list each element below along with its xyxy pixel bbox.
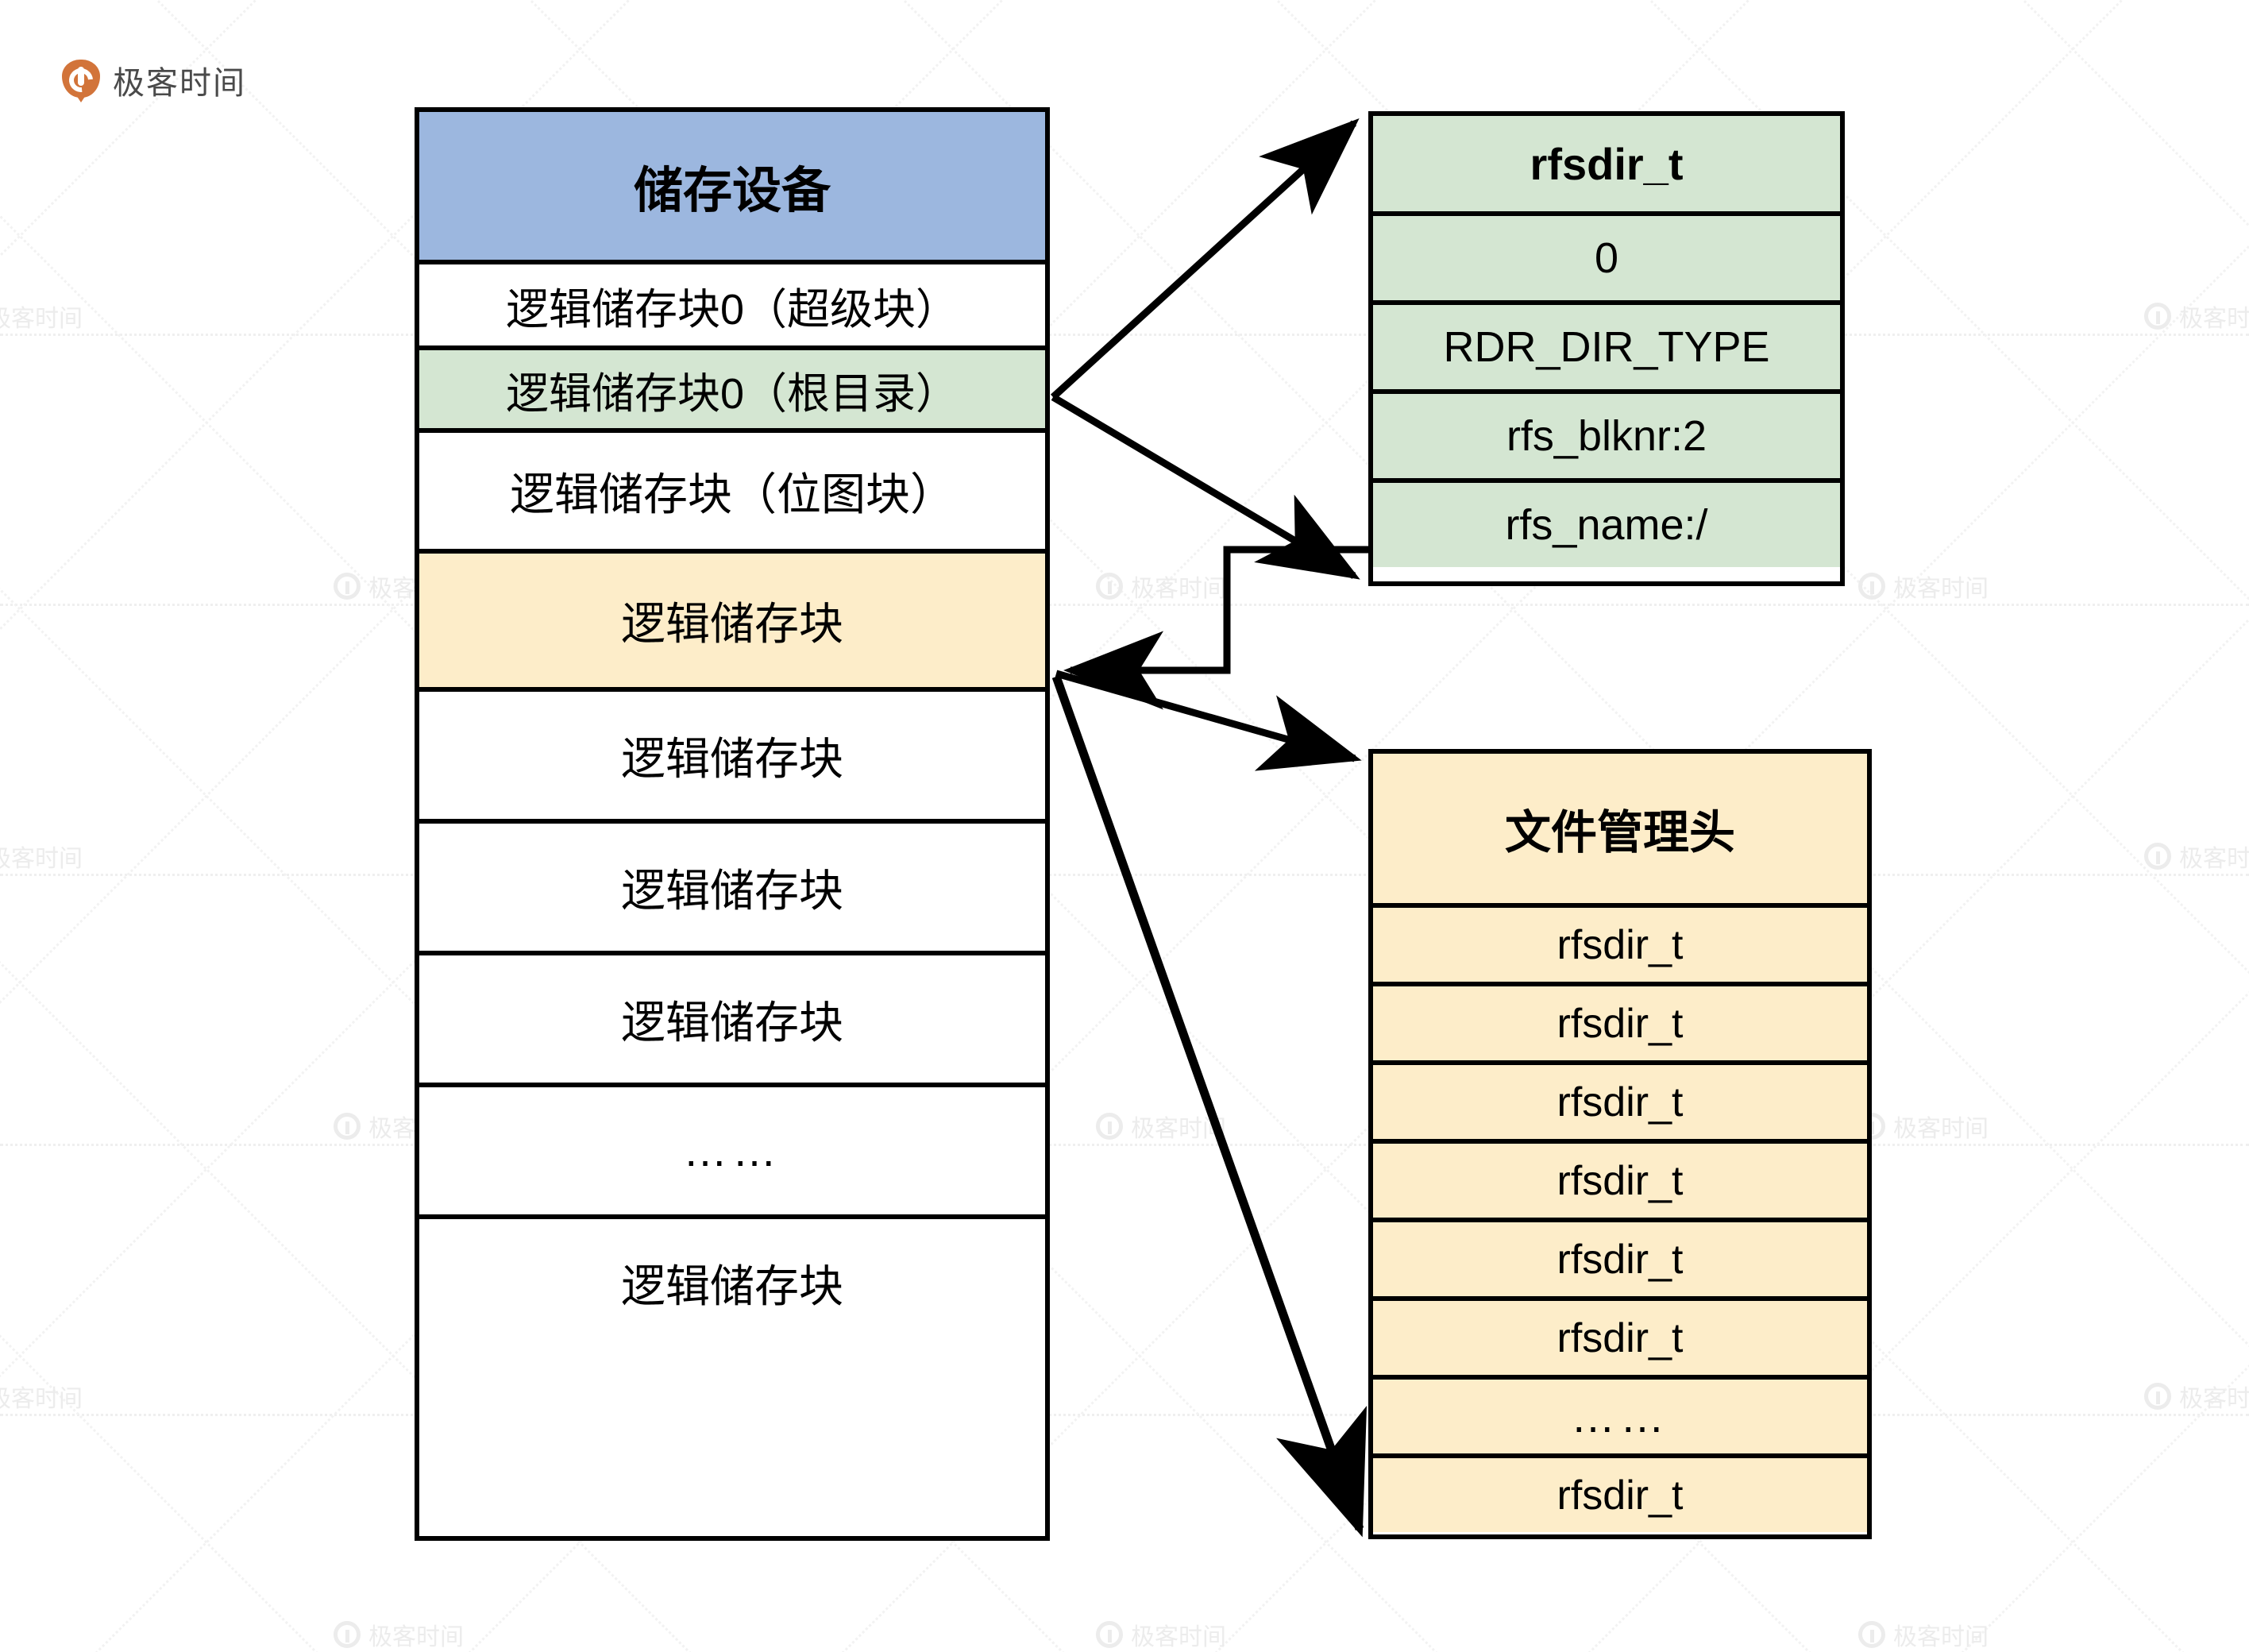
watermark-label: 极客时间 bbox=[1131, 1116, 1226, 1142]
connector-storage-block-to-file-header-top bbox=[1055, 670, 1362, 771]
watermark-logo: 极客时间 bbox=[1858, 1617, 1989, 1652]
watermark-diagonal-line bbox=[2239, 0, 2249, 1652]
file-header-ellipsis-text: …… bbox=[1571, 1391, 1669, 1442]
watermark-dotted-line bbox=[0, 604, 2249, 606]
geektime-watermark-icon bbox=[334, 1113, 361, 1140]
geektime-watermark-icon bbox=[334, 573, 361, 600]
storage-row-highlighted-block: 逻辑储存块 bbox=[419, 549, 1045, 687]
watermark-dotted-line bbox=[0, 1414, 2249, 1416]
connector-rfsdir-to-storage-block bbox=[1063, 546, 1368, 710]
storage-row-superblock: 逻辑储存块0（超级块） bbox=[419, 260, 1045, 345]
connector-storage-block-to-file-header-bottom bbox=[1051, 675, 1368, 1538]
file-header-row-1: rfsdir_t bbox=[1373, 903, 1867, 982]
watermark-logo: 极客时间 bbox=[1096, 1109, 1226, 1144]
watermark-logo: 极客时间 bbox=[2144, 1379, 2249, 1414]
geektime-watermark-icon bbox=[1096, 573, 1123, 600]
watermark-label: 极客时间 bbox=[368, 1624, 464, 1650]
storage-row-block-1: 逻辑储存块 bbox=[419, 687, 1045, 819]
geektime-watermark-icon bbox=[1096, 1621, 1123, 1648]
geektime-watermark-icon bbox=[2144, 1383, 2171, 1410]
watermark-label: 极客时间 bbox=[2179, 306, 2249, 332]
watermark-dotted-line bbox=[0, 1144, 2249, 1146]
watermark-logo: 极客时间 bbox=[334, 1617, 464, 1652]
file-header-table: 文件管理头 rfsdir_t rfsdir_t rfsdir_t rfsdir_… bbox=[1368, 749, 1872, 1539]
rfsdir-row-blknr: rfs_blknr:2 bbox=[1373, 389, 1840, 478]
watermark-label: 极客时间 bbox=[0, 846, 83, 872]
file-header-row-4: rfsdir_t bbox=[1373, 1139, 1867, 1218]
rfsdir-title: rfsdir_t bbox=[1373, 116, 1840, 211]
storage-device-title: 储存设备 bbox=[419, 112, 1045, 260]
geektime-watermark-icon bbox=[1096, 1113, 1123, 1140]
storage-row-bitmap-block: 逻辑储存块（位图块） bbox=[419, 428, 1045, 549]
watermark-diagonal-line bbox=[2237, 0, 2249, 1652]
watermark-label: 极客时间 bbox=[1893, 1624, 1989, 1650]
brand-name: 极客时间 bbox=[113, 65, 246, 102]
geektime-watermark-icon bbox=[334, 1621, 361, 1648]
watermark-label: 极客时间 bbox=[1131, 1624, 1226, 1650]
connector-root-dir-to-rfsdir-bottom bbox=[1051, 394, 1360, 580]
watermark-logo: 极客时间 bbox=[1096, 1617, 1226, 1652]
watermark-label: 极客时间 bbox=[1893, 1116, 1989, 1142]
watermark-diagonal-line bbox=[1864, 0, 2249, 1652]
watermark-logo: 极客时间 bbox=[1096, 569, 1226, 604]
file-header-row-5: rfsdir_t bbox=[1373, 1218, 1867, 1296]
rfsdir-row-type: RDR_DIR_TYPE bbox=[1373, 300, 1840, 389]
geektime-watermark-icon bbox=[1858, 1621, 1885, 1648]
watermark-logo: 极客时间 bbox=[0, 299, 83, 334]
watermark-dotted-line bbox=[0, 874, 2249, 876]
storage-device-table: 储存设备 逻辑储存块0（超级块） 逻辑储存块0（根目录） 逻辑储存块（位图块） … bbox=[415, 107, 1050, 1541]
storage-ellipsis-text: …… bbox=[683, 1125, 781, 1176]
watermark-diagonal-line bbox=[1866, 0, 2249, 1652]
rfsdir-row-index: 0 bbox=[1373, 211, 1840, 300]
watermark-label: 极客时间 bbox=[0, 1386, 83, 1412]
geektime-watermark-icon bbox=[2144, 303, 2171, 330]
watermark-logo: 极客时间 bbox=[2144, 839, 2249, 874]
file-header-row-3: rfsdir_t bbox=[1373, 1060, 1867, 1139]
file-header-row-6: rfsdir_t bbox=[1373, 1296, 1867, 1375]
geektime-logo: 极客时间 bbox=[62, 57, 246, 103]
file-header-title: 文件管理头 bbox=[1373, 754, 1867, 903]
watermark-logo: 极客时间 bbox=[2144, 299, 2249, 334]
file-header-row-ellipsis: …… bbox=[1373, 1375, 1867, 1453]
watermark-diagonal-line bbox=[0, 0, 156, 1652]
watermark-label: 极客时间 bbox=[1893, 576, 1989, 602]
watermark-label: 极客时间 bbox=[1131, 576, 1226, 602]
watermark-logo: 极客时间 bbox=[1858, 569, 1989, 604]
watermark-label: 极客时间 bbox=[2179, 1386, 2249, 1412]
watermark-logo: 极客时间 bbox=[0, 839, 83, 874]
storage-row-block-last: 逻辑储存块 bbox=[419, 1214, 1045, 1346]
rfsdir-table: rfsdir_t 0 RDR_DIR_TYPE rfs_blknr:2 rfs_… bbox=[1368, 111, 1845, 586]
storage-row-root-directory: 逻辑储存块0（根目录） bbox=[419, 345, 1045, 428]
storage-row-block-3: 逻辑储存块 bbox=[419, 951, 1045, 1083]
watermark-logo: 极客时间 bbox=[1858, 1109, 1989, 1144]
connector-root-dir-to-rfsdir-top bbox=[1050, 118, 1360, 400]
file-header-row-last: rfsdir_t bbox=[1373, 1453, 1867, 1532]
watermark-diagonal-line bbox=[0, 0, 157, 1652]
watermark-dotted-line bbox=[0, 334, 2249, 336]
watermark-logo: 极客时间 bbox=[0, 1379, 83, 1414]
geektime-logo-icon bbox=[62, 60, 100, 102]
storage-row-ellipsis: …… bbox=[419, 1083, 1045, 1214]
watermark-label: 极客时间 bbox=[0, 306, 83, 332]
geektime-watermark-icon bbox=[1858, 573, 1885, 600]
watermark-label: 极客时间 bbox=[2179, 846, 2249, 872]
rfsdir-row-name: rfs_name:/ bbox=[1373, 478, 1840, 567]
storage-row-block-2: 逻辑储存块 bbox=[419, 819, 1045, 951]
file-header-row-2: rfsdir_t bbox=[1373, 982, 1867, 1060]
geektime-watermark-icon bbox=[2144, 843, 2171, 870]
